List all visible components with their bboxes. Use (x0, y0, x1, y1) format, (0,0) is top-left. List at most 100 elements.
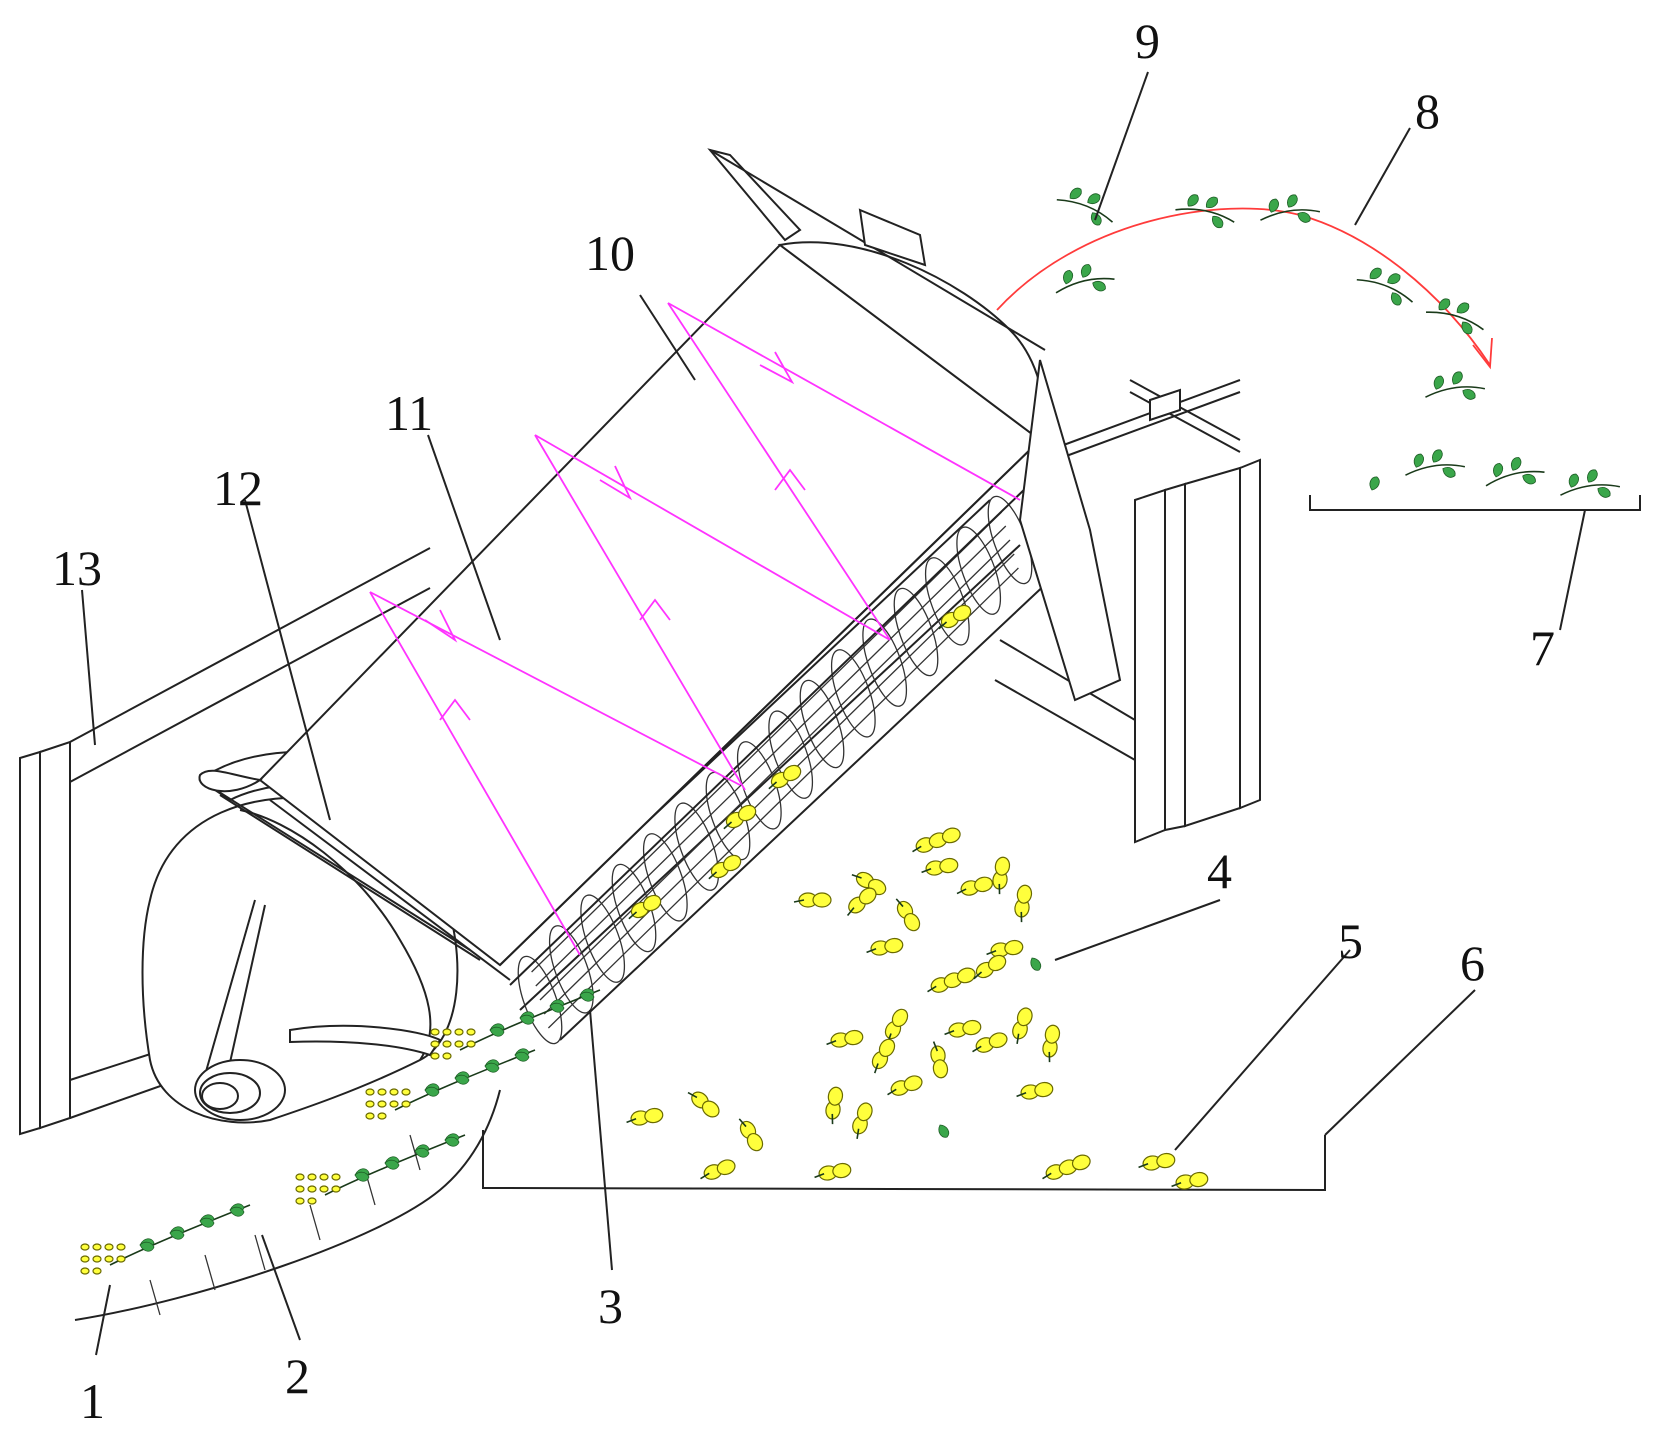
leaf-icon (1452, 371, 1463, 385)
fruit-icon (1042, 1154, 1091, 1180)
leaf-tray (1309, 495, 1641, 511)
fruit-icon (973, 954, 1007, 980)
leaf-icon (1187, 194, 1199, 207)
label-4: 4 (1207, 843, 1232, 899)
drum-ring (580, 894, 626, 983)
leaf-icon (1413, 453, 1424, 468)
branch-icon (1425, 298, 1484, 335)
label-5: 5 (1338, 913, 1363, 969)
leaf-icon (1297, 212, 1311, 223)
fruit-icon (687, 1091, 720, 1118)
branch-with-fruit-icon (295, 1133, 466, 1205)
label-6: 6 (1460, 935, 1485, 991)
leaf-icon (1087, 193, 1101, 205)
fruit-icon (738, 1118, 764, 1152)
leaf-trajectory (996, 207, 1493, 370)
fruit-icon (626, 1107, 664, 1126)
drum-bar (539, 539, 1011, 1001)
fruit-icon (871, 1038, 896, 1074)
material-branches (80, 988, 601, 1275)
label-1: 1 (80, 1373, 105, 1429)
drum-ring (517, 955, 563, 1045)
drum-ring (830, 649, 876, 738)
drum-ring (799, 679, 845, 769)
fruit-icon (1138, 1152, 1176, 1171)
support-frame-right (994, 379, 1261, 844)
fruit-icon (826, 1029, 864, 1048)
separated-fruits (626, 604, 1209, 1190)
fruit-icon (825, 1086, 844, 1125)
support-frame-left (19, 547, 431, 1136)
fruit-icon (846, 887, 877, 917)
label-8: 8 (1415, 83, 1440, 139)
leaf-icon (1092, 280, 1106, 292)
fruit-icon (1014, 884, 1033, 923)
branch-icon (1405, 449, 1466, 478)
fruit-icon (930, 1041, 949, 1079)
branch-icon (1175, 194, 1235, 229)
branch-icon (1560, 469, 1621, 498)
fruit-tray (482, 1130, 1326, 1192)
leaf-icon (1432, 449, 1443, 463)
leaf-icon (1205, 196, 1219, 208)
leaf-icon (1493, 462, 1504, 478)
fruit-icon (1012, 1007, 1033, 1044)
leaf-icon (1438, 298, 1451, 311)
branch-with-fruit-icon (80, 1203, 251, 1275)
leaf-icon (1587, 469, 1598, 483)
fruit-icon (1171, 1171, 1209, 1190)
label-2: 2 (285, 1348, 310, 1404)
leaf-icon (1456, 302, 1470, 314)
leaf-icon (938, 1124, 950, 1138)
drum-bar (531, 511, 1003, 973)
airflow-lines (369, 302, 1021, 956)
drum-ring (642, 833, 688, 922)
branch-icon (1056, 187, 1114, 226)
leaf-icon (1522, 473, 1536, 485)
fruit-icon (814, 1162, 852, 1181)
leaf-icon (1510, 457, 1522, 471)
drum-bar (535, 525, 1007, 987)
leaf-icon (1080, 264, 1092, 278)
drum-ring (862, 618, 908, 707)
fruit-icon (927, 967, 976, 993)
leaf-icon (1442, 467, 1456, 478)
label-13: 13 (52, 540, 102, 596)
leaf-icon (1461, 321, 1473, 335)
leaf-icon (1597, 487, 1611, 498)
leader-lines (81, 71, 1586, 1356)
branch-icon (1260, 194, 1321, 223)
label-12: 12 (213, 460, 263, 516)
drum-ring (548, 925, 594, 1014)
fruit-icon (884, 1008, 909, 1044)
leaf-icon (1212, 215, 1224, 229)
fruit-icon (1042, 1024, 1061, 1063)
fruit-icon (921, 857, 959, 876)
leaf-icon (1568, 473, 1579, 488)
drum-ring (924, 557, 970, 646)
drum-ring (674, 802, 720, 891)
leaf-icon (1369, 476, 1380, 491)
leaf-icon (1030, 957, 1042, 971)
fruit-icon (956, 876, 994, 896)
leaf-icon (1369, 267, 1382, 280)
fruit-icon (708, 854, 742, 880)
fruit-icon (700, 1159, 736, 1180)
branch-icon (1356, 267, 1414, 306)
drum-bar (547, 567, 1019, 1029)
label-7: 7 (1530, 620, 1555, 676)
label-3: 3 (598, 1278, 623, 1334)
fruit-icon (768, 764, 802, 790)
fruit-icon (938, 604, 972, 630)
fruit-icon (887, 1075, 923, 1096)
fruit-icon (1016, 1081, 1054, 1100)
fruit-icon (944, 1019, 982, 1038)
drum-ring (956, 526, 1002, 615)
fruit-icon (992, 856, 1011, 895)
fruit-icon (866, 937, 904, 956)
fan-housing (198, 148, 1122, 986)
fruit-icon (912, 827, 961, 853)
separated-leaves (1055, 187, 1621, 498)
label-10: 10 (585, 225, 635, 281)
reference-numerals: 1 2 3 4 5 6 7 8 9 10 11 12 13 (52, 13, 1555, 1429)
